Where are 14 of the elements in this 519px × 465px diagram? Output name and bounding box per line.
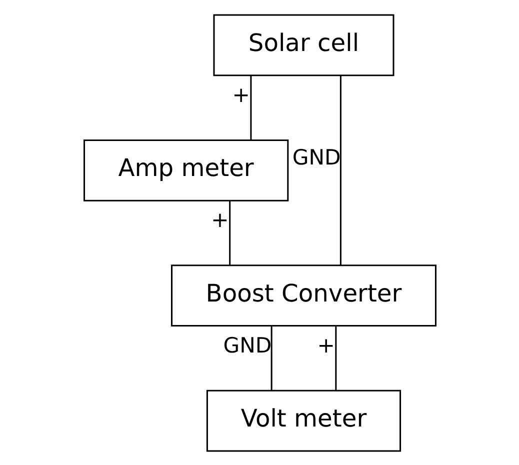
edge-label: +: [232, 81, 250, 106]
edge-label: +: [210, 206, 228, 232]
connector: [334, 325, 336, 390]
connector: [250, 75, 252, 140]
edge-label: GND: [292, 144, 340, 170]
connector: [228, 200, 230, 265]
node-box: Amp meter: [83, 138, 288, 201]
connector: [339, 74, 341, 265]
edge-label: +: [316, 332, 334, 357]
node-box: Volt meter: [206, 389, 401, 452]
node-box: Boost Converter: [170, 264, 436, 326]
edge-label: GND: [222, 332, 272, 357]
connector: [270, 325, 272, 390]
node-box: Solar cell: [212, 14, 394, 76]
